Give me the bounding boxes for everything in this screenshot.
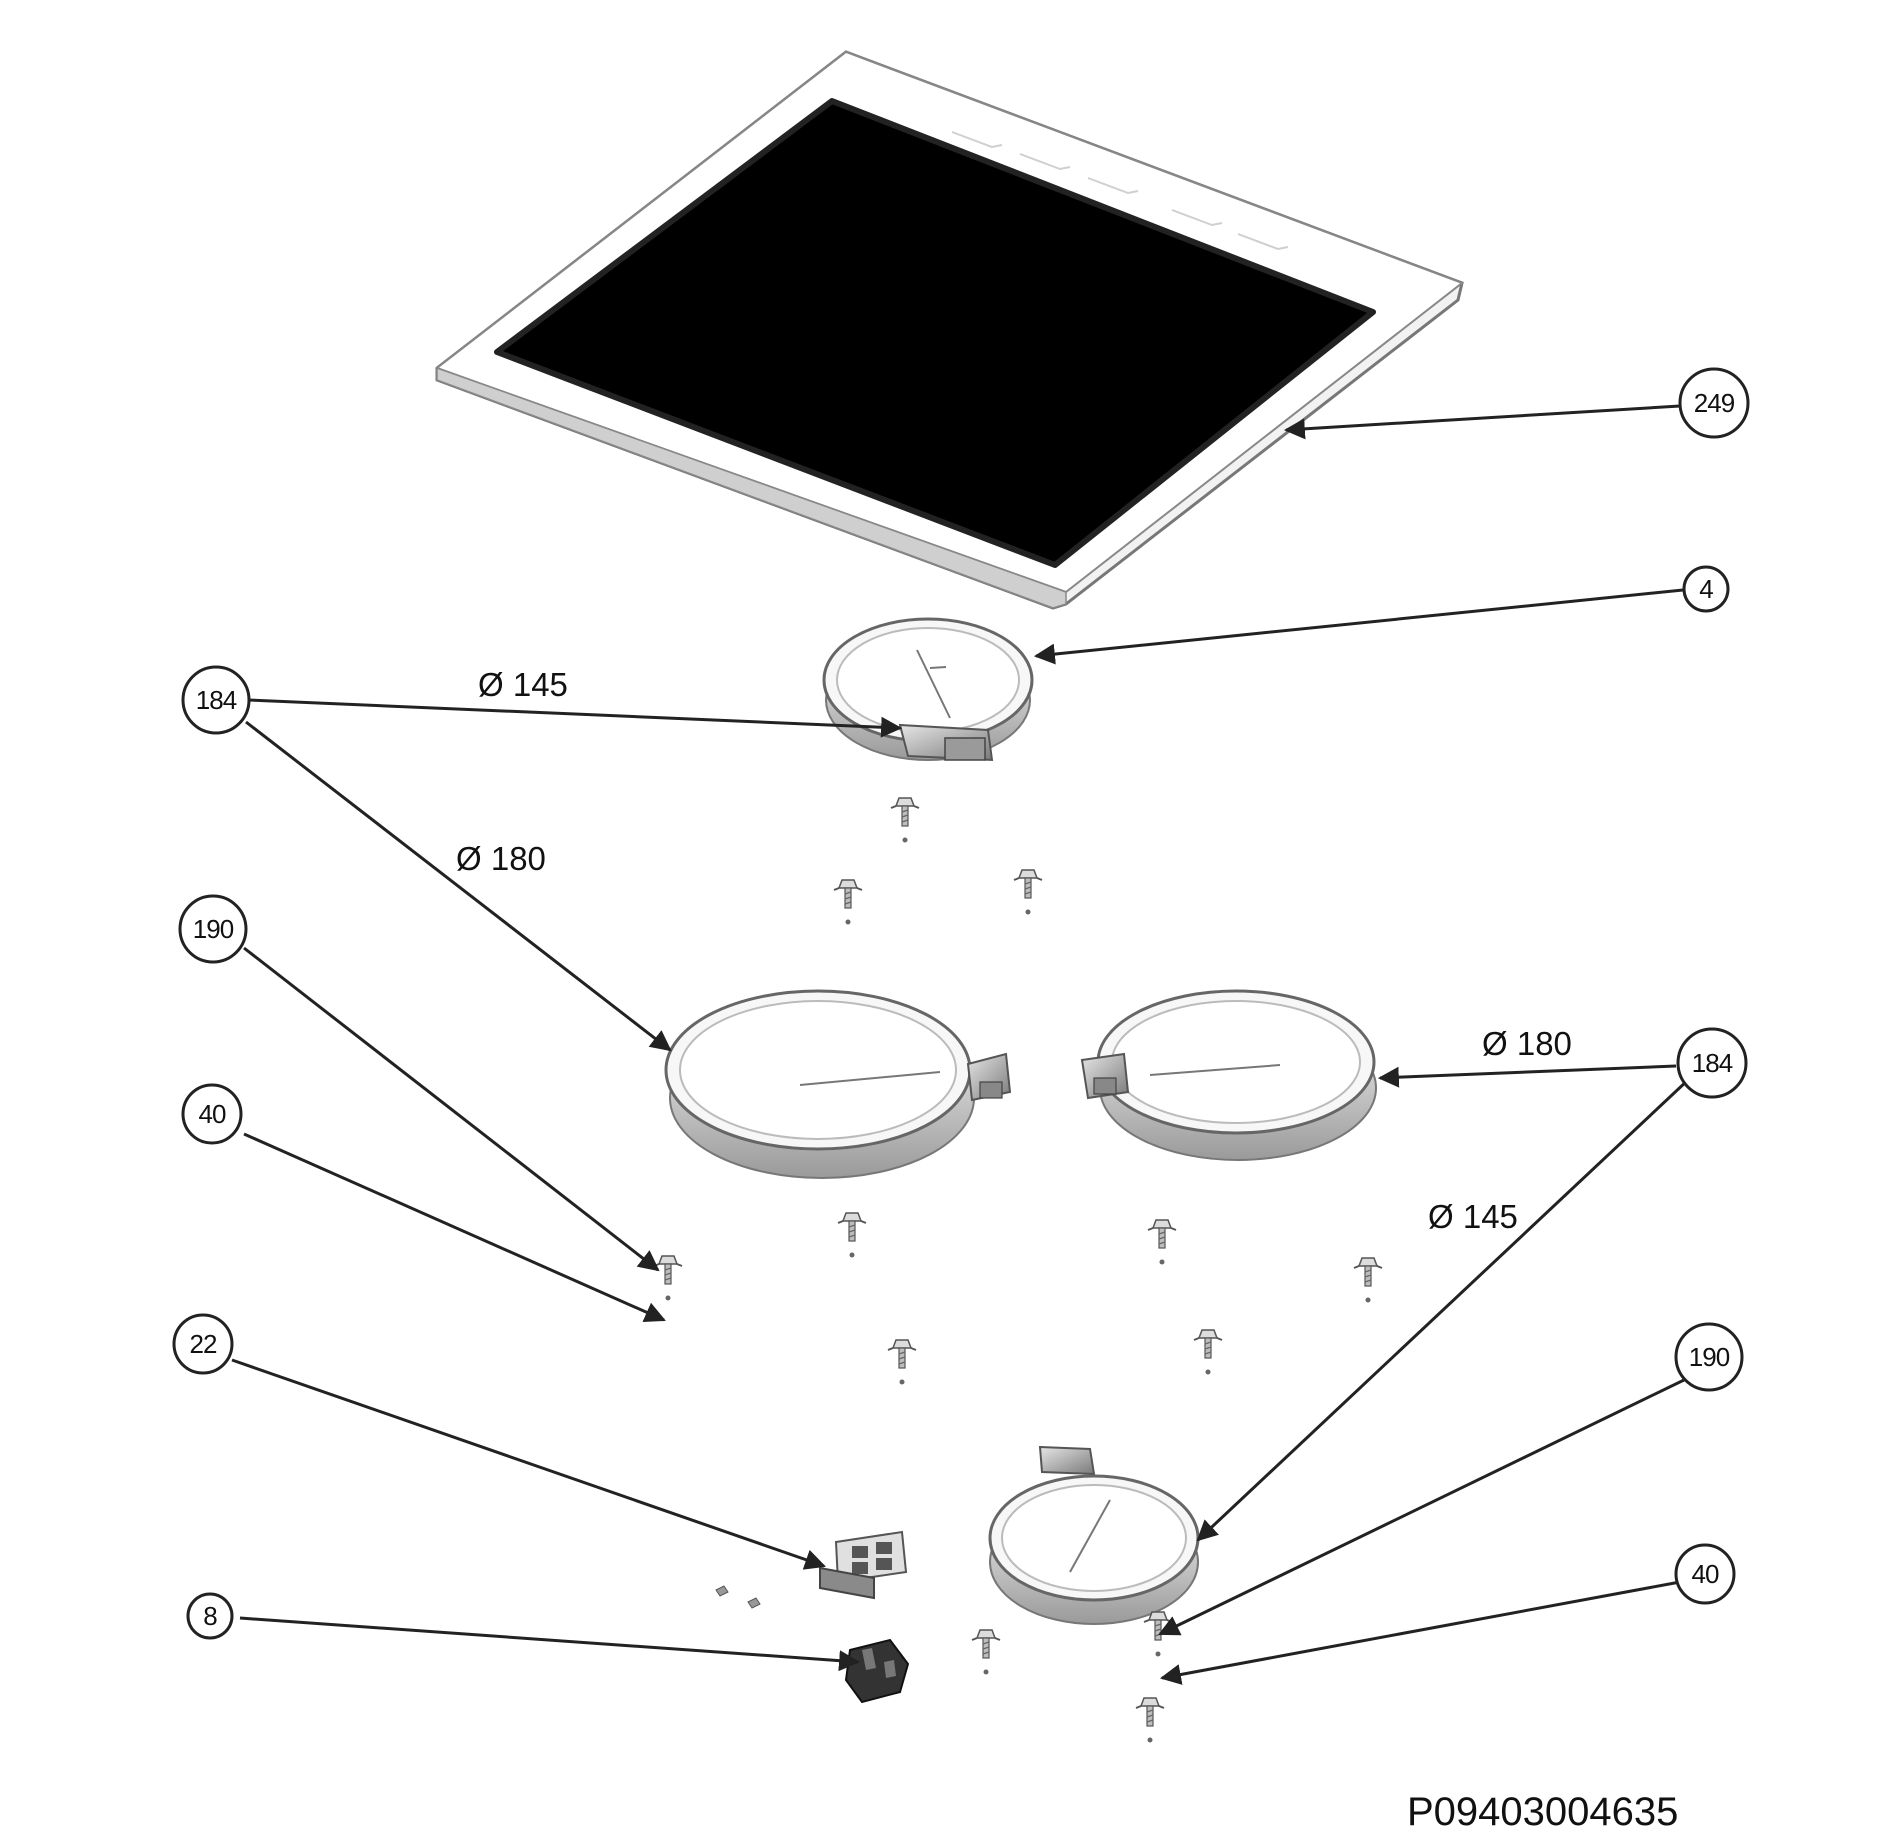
svg-text:40: 40 [1692,1559,1719,1589]
callout-184-left: 184 [181,665,251,735]
callout-40-left: 40 [181,1083,243,1145]
callout-190-right: 190 [1674,1322,1744,1392]
callout-249: 249 [1678,367,1750,439]
callout-22: 22 [172,1313,234,1375]
svg-text:22: 22 [190,1329,217,1359]
dimension-left-zone: Ø 180 [456,840,546,877]
radiant-heating-element-bottom [988,1445,1200,1625]
glass-ceramic-hob-top [434,50,1465,610]
radiant-heating-element-right [1080,989,1377,1161]
svg-text:8: 8 [203,1601,217,1631]
callout-184-right: 184 [1676,1027,1748,1099]
radiant-heating-element-top [822,617,1034,762]
svg-text:190: 190 [1689,1342,1730,1372]
radiant-heating-element-left [664,989,1012,1179]
dimension-bottom-zone: Ø 145 [1428,1198,1518,1235]
leader-lines [231,404,1690,1685]
callout-4: 4 [1682,565,1730,613]
terminal-block [819,1530,908,1600]
callout-8: 8 [186,1592,234,1640]
svg-text:184: 184 [196,685,237,715]
small-clips [715,1585,761,1609]
cable-clamp [844,1638,910,1704]
callout-190-left: 190 [178,894,248,964]
svg-text:40: 40 [199,1099,226,1129]
svg-text:4: 4 [1699,574,1713,604]
drawing-code: P09403004635 [1407,1790,1678,1834]
dimension-right-zone: Ø 180 [1482,1025,1572,1062]
dimension-top-zone: Ø 145 [478,666,568,703]
svg-text:190: 190 [193,914,234,944]
svg-text:249: 249 [1694,388,1735,418]
callout-40-right: 40 [1674,1543,1736,1605]
svg-text:184: 184 [1692,1048,1733,1078]
